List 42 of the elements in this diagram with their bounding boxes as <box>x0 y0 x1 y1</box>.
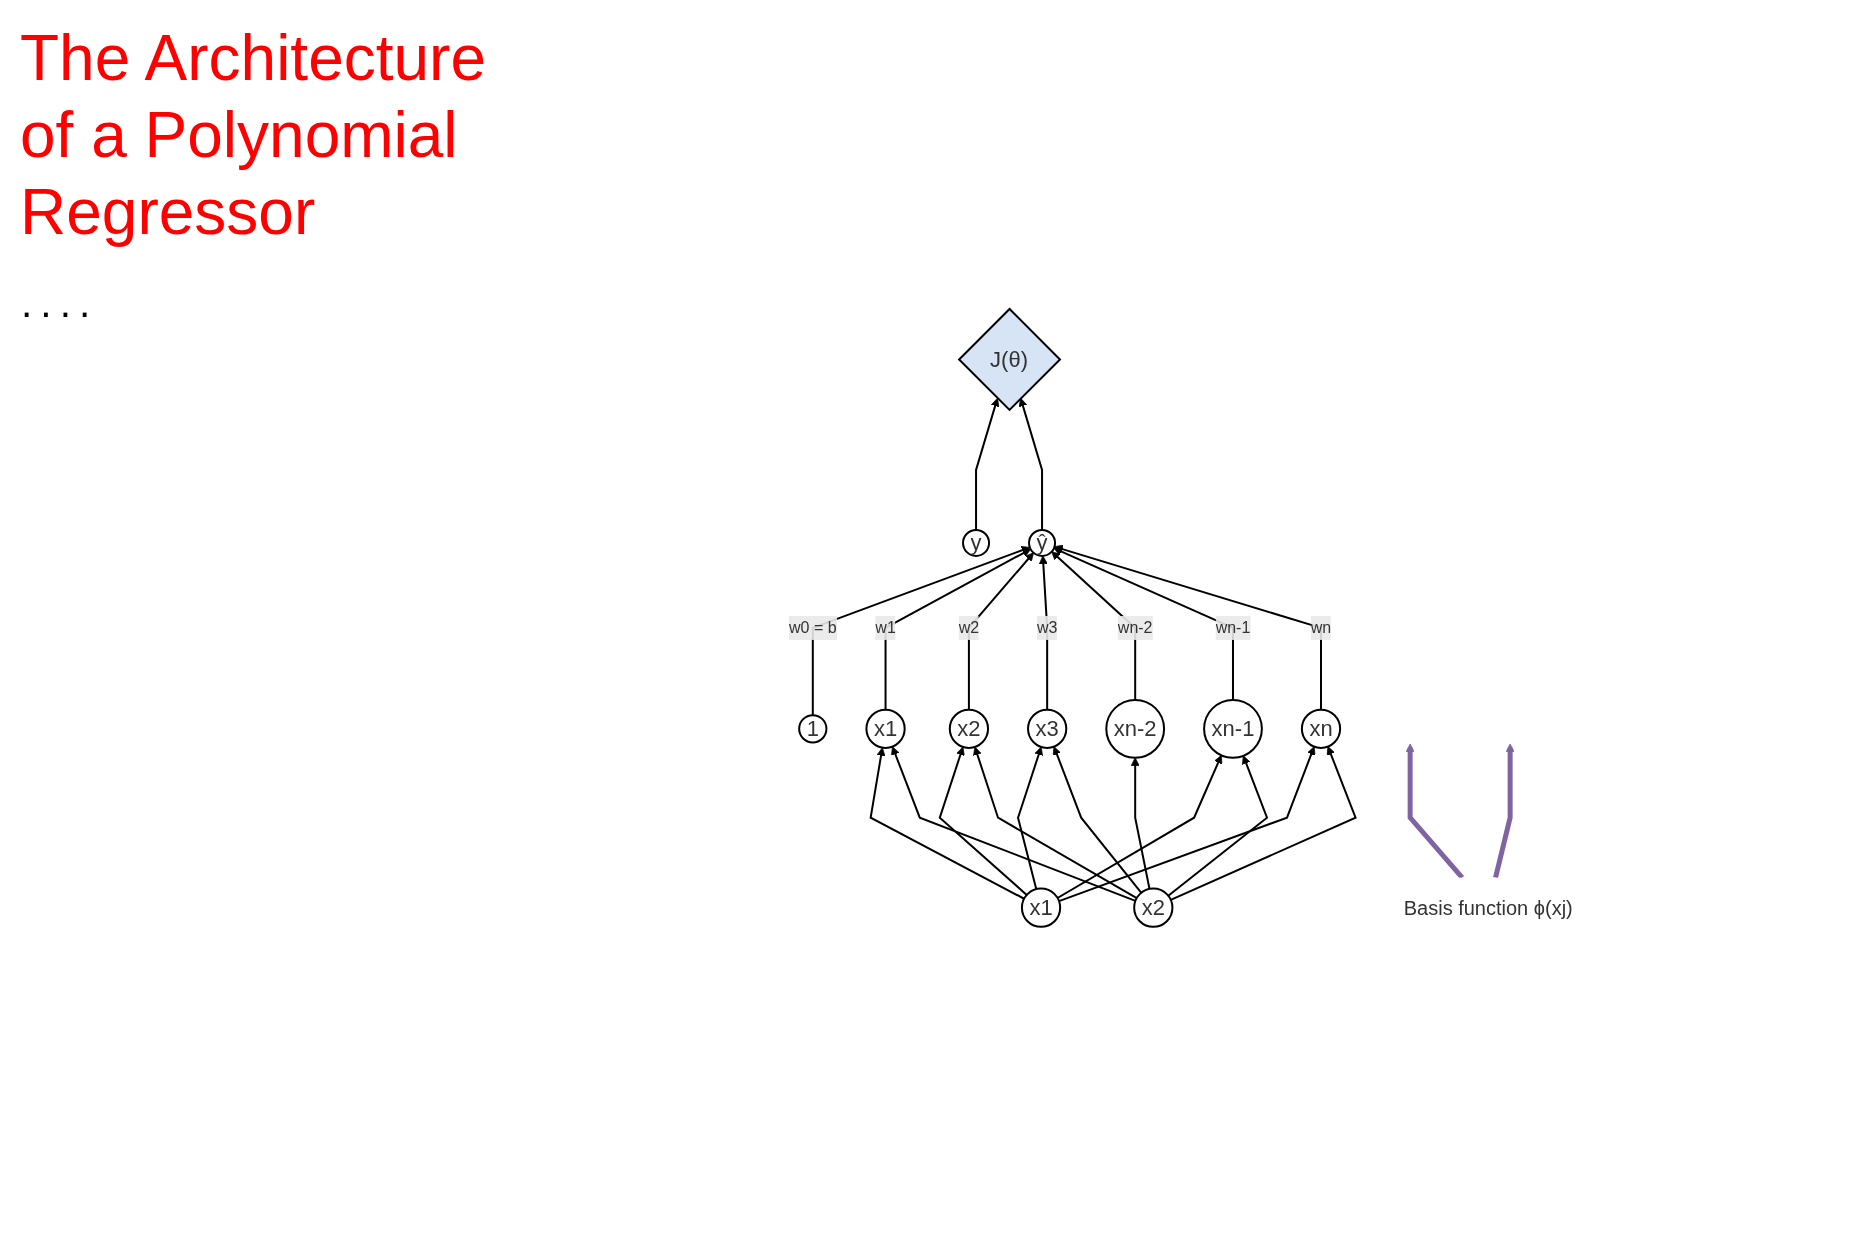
arrow <box>1018 398 1044 532</box>
edge-label: w3 <box>1037 619 1058 637</box>
arrow <box>938 746 1028 897</box>
node-circle: x3 <box>1027 708 1068 750</box>
edge-label: wn <box>1310 619 1332 637</box>
node-circle: x2 <box>948 708 990 750</box>
node-circle: xn <box>1301 708 1342 750</box>
arrow <box>1405 743 1465 880</box>
arrow <box>1039 555 1049 711</box>
node-circle: x1 <box>1021 887 1062 928</box>
arrow <box>973 746 1138 900</box>
node-circle: x2 <box>1133 887 1174 928</box>
ellipsis-label: ···· <box>20 290 98 335</box>
edge-label: w2 <box>958 619 980 637</box>
node-circle: ŷ <box>1028 529 1057 558</box>
arrow <box>1493 743 1515 879</box>
arrow <box>1130 757 1151 891</box>
node-circle: xn-2 <box>1105 699 1166 759</box>
arrow <box>884 548 1032 711</box>
edge-label: wn-2 <box>1117 619 1153 637</box>
arrow <box>1052 746 1143 894</box>
node-circle: xn-1 <box>1203 699 1263 759</box>
arrow <box>1058 746 1316 903</box>
arrow <box>1017 746 1044 891</box>
edge-label: wn-1 <box>1215 619 1251 637</box>
arrow <box>1054 544 1323 711</box>
node-text: Basis function ϕ(xj) <box>1403 896 1573 919</box>
node-circle: x1 <box>865 708 906 750</box>
arrow <box>891 746 1137 902</box>
arrow <box>1056 755 1223 900</box>
node-diamond: J(θ) <box>957 307 1062 412</box>
edge-label: w1 <box>875 619 896 637</box>
arrow <box>975 398 1000 532</box>
title: The Architecture of a Polynomial Regressor <box>20 21 487 250</box>
node-circle: y <box>962 529 991 558</box>
arrow <box>869 747 1026 900</box>
edge-label: w0 = b <box>789 619 837 637</box>
arrow <box>968 552 1035 711</box>
arrow <box>811 546 1031 717</box>
arrow <box>1167 755 1269 897</box>
node-circle: 1 <box>798 714 828 744</box>
arrow <box>1169 746 1357 902</box>
